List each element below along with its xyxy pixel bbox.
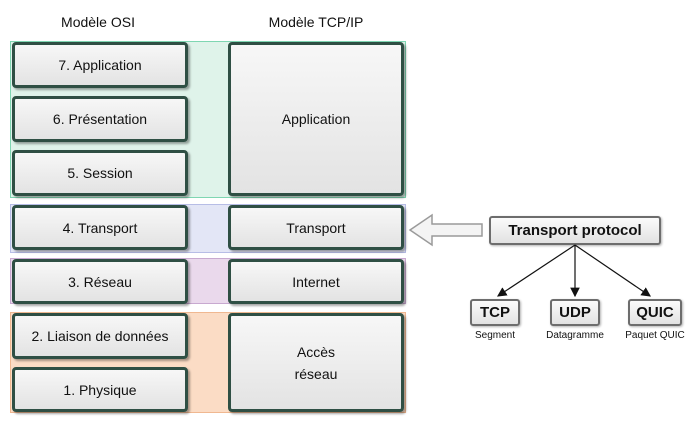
transport-protocol-label: Transport protocol xyxy=(508,222,642,239)
tcpip-layer-label: Transport xyxy=(286,219,346,236)
protocol-unit-tcp: Segment xyxy=(474,330,516,341)
osi-layer-transport: 4. Transport xyxy=(12,205,188,250)
tcpip-layer-application: Application xyxy=(228,42,404,196)
osi-layer-session: 5. Session xyxy=(12,150,188,196)
osi-layer-label: 5. Session xyxy=(67,165,133,181)
tcpip-layer-internet: Internet xyxy=(228,259,404,304)
tcpip-model-title: Modèle TCP/IP xyxy=(268,14,364,30)
osi-layer-application: 7. Application xyxy=(12,42,188,88)
tcpip-layer-label-line1: Accès xyxy=(296,343,336,360)
protocol-name: UDP xyxy=(559,304,591,321)
protocol-quic: QUIC xyxy=(628,299,682,326)
protocol-name: QUIC xyxy=(636,304,674,321)
left-arrow-icon xyxy=(408,213,483,247)
protocol-udp: UDP xyxy=(550,299,600,326)
transport-protocol-box: Transport protocol xyxy=(489,216,661,245)
osi-layer-label: 3. Réseau xyxy=(68,273,132,290)
osi-layer-data-link: 2. Liaison de données xyxy=(12,313,188,359)
protocol-unit-udp: Datagramme xyxy=(546,330,604,341)
osi-layer-label: 2. Liaison de données xyxy=(31,328,169,344)
osi-layer-label: 4. Transport xyxy=(62,219,138,236)
osi-layer-physical: 1. Physique xyxy=(12,367,188,412)
tcpip-layer-label: Internet xyxy=(292,273,340,290)
osi-layer-presentation: 6. Présentation xyxy=(12,96,188,142)
osi-layer-label: 7. Application xyxy=(58,57,142,73)
tcpip-layer-transport: Transport xyxy=(228,205,404,250)
tcpip-layer-label-line2: réseau xyxy=(294,365,338,382)
tcpip-layer-label: Application xyxy=(281,111,351,127)
osi-layer-label: 1. Physique xyxy=(63,381,137,398)
protocol-name: TCP xyxy=(480,304,510,321)
arrow-to-quic xyxy=(574,244,651,297)
tcpip-layer-network-access: Accès réseau xyxy=(228,313,404,412)
arrow-to-tcp xyxy=(496,244,576,297)
osi-layer-network: 3. Réseau xyxy=(12,259,188,304)
protocol-connectors xyxy=(496,244,651,298)
osi-layer-label: 6. Présentation xyxy=(52,111,148,127)
protocol-unit-quic: Paquet QUIC xyxy=(625,330,685,341)
osi-model-title: Modèle OSI xyxy=(61,14,135,30)
protocol-tcp: TCP xyxy=(470,299,520,326)
